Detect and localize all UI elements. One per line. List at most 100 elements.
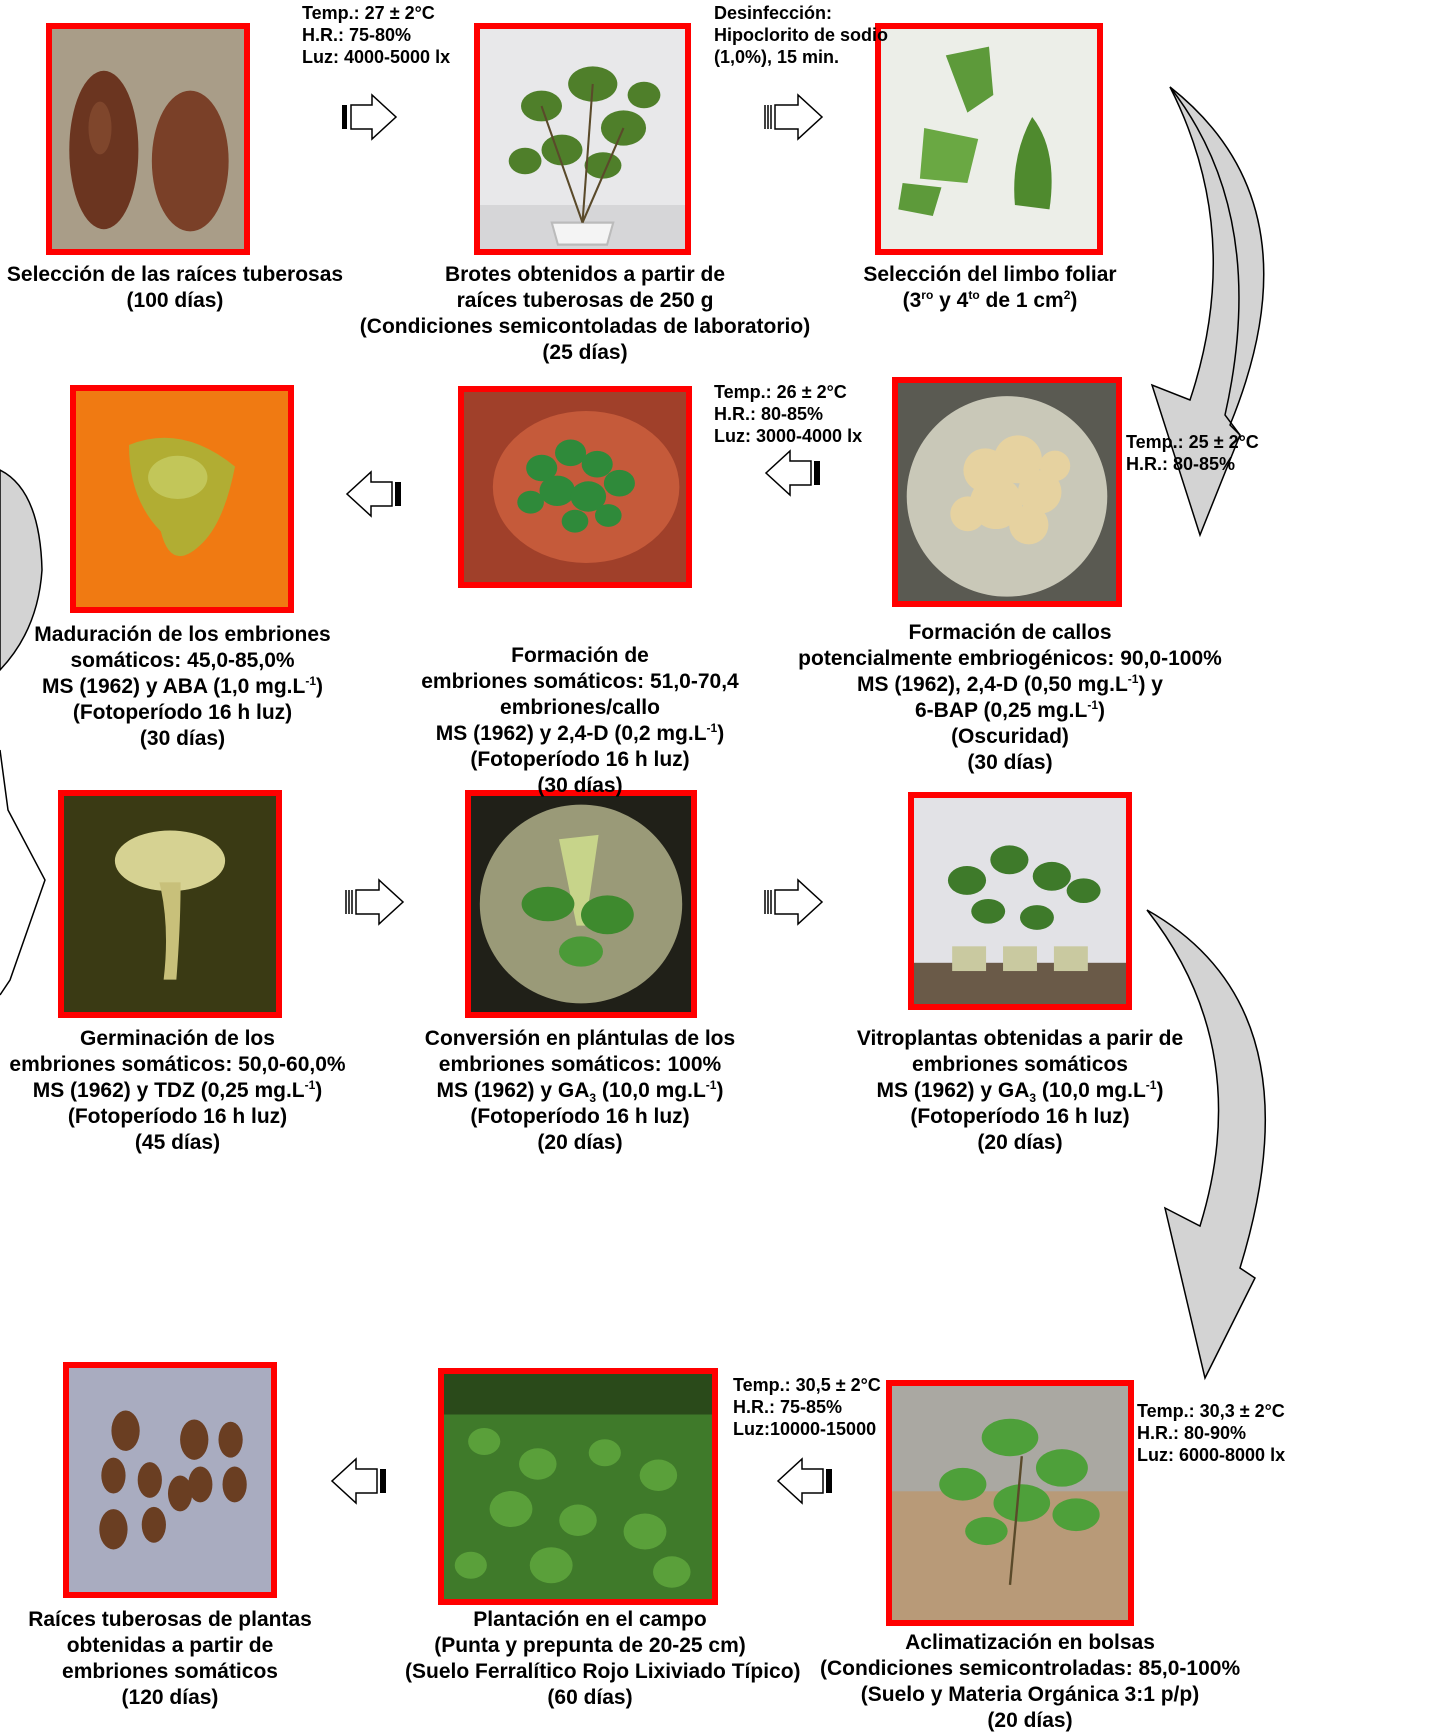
caption-line: 6-BAP (0,25 mg.L-1) bbox=[790, 698, 1230, 724]
conditions-line: H.R.: 80-85% bbox=[1126, 453, 1259, 475]
caption-step-8: Conversión en plántulas de los embriones… bbox=[405, 1026, 755, 1156]
conditions-4: Temp.: 25 ± 2°C H.R.: 80-85% bbox=[1126, 431, 1259, 475]
caption-line: (Condiciones semicontroladas: 85,0-100% bbox=[820, 1656, 1240, 1682]
photo-sprouts bbox=[474, 23, 691, 255]
caption-line: (Fotoperíodo 16 h luz) bbox=[410, 747, 750, 773]
conditions-line: Temp.: 30,5 ± 2°C bbox=[733, 1374, 881, 1396]
caption-text: ) bbox=[717, 722, 724, 745]
conditions-line: H.R.: 75-85% bbox=[733, 1396, 881, 1418]
caption-text: de 1 cm bbox=[980, 289, 1064, 312]
photo-harvest-roots bbox=[63, 1362, 277, 1598]
caption-step-3: Selección del limbo foliar (3ro y 4to de… bbox=[850, 262, 1130, 314]
caption-line: (3ro y 4to de 1 cm2) bbox=[850, 288, 1130, 314]
caption-sup: ro bbox=[921, 288, 933, 302]
photo-germination bbox=[58, 790, 282, 1018]
caption-line: MS (1962) y 2,4-D (0,2 mg.L-1) bbox=[410, 721, 750, 747]
conditions-5: Temp.: 30,5 ± 2°C H.R.: 75-85% Luz:10000… bbox=[733, 1374, 881, 1440]
caption-text: ) bbox=[1098, 699, 1105, 722]
conditions-line: Luz: 3000-4000 lx bbox=[714, 425, 862, 447]
caption-line: (Fotoperíodo 16 h luz) bbox=[0, 700, 365, 726]
conditions-line: Temp.: 27 ± 2°C bbox=[302, 2, 450, 24]
caption-text: MS (1962) y 2,4-D (0,2 mg.L bbox=[436, 722, 707, 745]
caption-line: Maduración de los embriones bbox=[0, 622, 365, 648]
caption-line: (Fotoperíodo 16 h luz) bbox=[0, 1104, 355, 1130]
caption-text: (10,0 mg.L bbox=[1036, 1079, 1146, 1102]
arrow-right-1-icon bbox=[342, 93, 398, 141]
caption-text: ) y bbox=[1138, 673, 1163, 696]
caption-line: embriones somáticos: 50,0-60,0% bbox=[0, 1052, 355, 1078]
caption-line: (60 días) bbox=[405, 1685, 775, 1711]
arrow-right-2-icon bbox=[764, 93, 824, 141]
caption-line: Selección del limbo foliar bbox=[850, 262, 1130, 288]
photo-leaf-blades bbox=[875, 23, 1103, 255]
caption-line: (20 días) bbox=[820, 1708, 1240, 1734]
caption-line: (Fotoperíodo 16 h luz) bbox=[850, 1104, 1190, 1130]
photo-callus bbox=[892, 377, 1122, 607]
caption-sup: -1 bbox=[707, 721, 718, 735]
caption-line: embriones/callo bbox=[410, 695, 750, 721]
caption-line: Brotes obtenidos a partir de bbox=[340, 262, 830, 288]
caption-line: (25 días) bbox=[340, 340, 830, 366]
caption-step-12: Aclimatización en bolsas (Condiciones se… bbox=[820, 1630, 1240, 1734]
caption-step-11: Plantación en el campo (Punta y prepunta… bbox=[405, 1607, 775, 1711]
caption-text: (10,0 mg.L bbox=[596, 1079, 706, 1102]
conditions-line: Luz: 4000-5000 lx bbox=[302, 46, 450, 68]
caption-line: somáticos: 45,0-85,0% bbox=[0, 648, 365, 674]
conditions-line: Luz:10000-15000 bbox=[733, 1418, 881, 1440]
caption-line: embriones somáticos: 51,0-70,4 bbox=[410, 669, 750, 695]
caption-text: (3 bbox=[903, 289, 922, 312]
conditions-line: Hipoclorito de sodio bbox=[714, 24, 888, 46]
caption-step-6: Formación de callos potencialmente embri… bbox=[790, 620, 1230, 776]
conditions-line: H.R.: 80-85% bbox=[714, 403, 862, 425]
caption-text: MS (1962), 2,4-D (0,50 mg.L bbox=[857, 673, 1128, 696]
caption-line: Raíces tuberosas de plantas bbox=[20, 1607, 320, 1633]
caption-line: (30 días) bbox=[410, 773, 750, 799]
caption-line: Selección de las raíces tuberosas bbox=[0, 262, 350, 288]
photo-embryo-formation bbox=[458, 386, 692, 588]
caption-step-2: Brotes obtenidos a partir de raíces tube… bbox=[340, 262, 830, 366]
conditions-6: Temp.: 30,3 ± 2°C H.R.: 80-90% Luz: 6000… bbox=[1137, 1400, 1285, 1466]
conditions-1: Temp.: 27 ± 2°C H.R.: 75-80% Luz: 4000-5… bbox=[302, 2, 450, 68]
arrow-left-4-icon bbox=[776, 1457, 832, 1505]
caption-line: (30 días) bbox=[0, 726, 365, 752]
arrow-left-3-icon bbox=[330, 1457, 386, 1505]
caption-line: (Suelo y Materia Orgánica 3:1 p/p) bbox=[820, 1682, 1240, 1708]
caption-step-1: Selección de las raíces tuberosas (100 d… bbox=[0, 262, 350, 314]
caption-line: Plantación en el campo bbox=[405, 1607, 775, 1633]
caption-text: ) bbox=[1070, 289, 1077, 312]
photo-maturation bbox=[70, 385, 294, 613]
arrow-right-4-icon bbox=[764, 878, 824, 926]
caption-line: (Condiciones semicontoladas de laborator… bbox=[340, 314, 830, 340]
caption-text: y 4 bbox=[933, 289, 968, 312]
conditions-line: Luz: 6000-8000 lx bbox=[1137, 1444, 1285, 1466]
caption-line: Formación de bbox=[410, 643, 750, 669]
caption-step-7: Germinación de los embriones somáticos: … bbox=[0, 1026, 355, 1156]
caption-text: 6-BAP (0,25 mg.L bbox=[915, 699, 1087, 722]
conditions-line: (1,0%), 15 min. bbox=[714, 46, 888, 68]
conditions-line: H.R.: 80-90% bbox=[1137, 1422, 1285, 1444]
caption-line: (Punta y prepunta de 20-25 cm) bbox=[405, 1633, 775, 1659]
caption-text: MS (1962) y GA bbox=[877, 1079, 1030, 1102]
caption-line: MS (1962), 2,4-D (0,50 mg.L-1) y bbox=[790, 672, 1230, 698]
caption-line: (20 días) bbox=[850, 1130, 1190, 1156]
conditions-2: Desinfección: Hipoclorito de sodio (1,0%… bbox=[714, 2, 888, 68]
caption-line: (100 días) bbox=[0, 288, 350, 314]
caption-line: MS (1962) y GA3 (10,0 mg.L-1) bbox=[405, 1078, 755, 1104]
conditions-line: Desinfección: bbox=[714, 2, 888, 24]
photo-tuberous-roots bbox=[46, 23, 250, 255]
caption-text: MS (1962) y GA bbox=[437, 1079, 590, 1102]
conditions-3: Temp.: 26 ± 2°C H.R.: 80-85% Luz: 3000-4… bbox=[714, 381, 862, 447]
caption-line: (Suelo Ferralítico Rojo Lixiviado Típico… bbox=[405, 1659, 775, 1685]
curved-arrow-right-1-icon bbox=[1150, 85, 1290, 625]
caption-sup: -1 bbox=[1146, 1078, 1157, 1092]
caption-line: potencialmente embriogénicos: 90,0-100% bbox=[790, 646, 1230, 672]
caption-line: (Fotoperíodo 16 h luz) bbox=[405, 1104, 755, 1130]
caption-line: Vitroplantas obtenidas a parir de bbox=[850, 1026, 1190, 1052]
caption-step-10: Raíces tuberosas de plantas obtenidas a … bbox=[20, 1607, 320, 1711]
caption-line: (45 días) bbox=[0, 1130, 355, 1156]
caption-line: (Oscuridad) bbox=[790, 724, 1230, 750]
caption-text: ) bbox=[315, 1079, 322, 1102]
caption-line: MS (1962) y TDZ (0,25 mg.L-1) bbox=[0, 1078, 355, 1104]
caption-line: embriones somáticos bbox=[850, 1052, 1190, 1078]
arrow-right-3-icon bbox=[345, 878, 405, 926]
